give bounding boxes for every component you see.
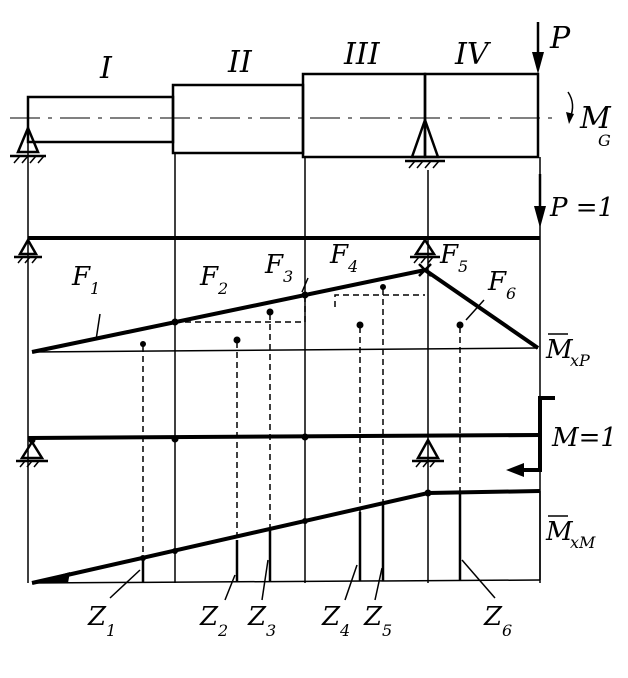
mxm-baseline [31,579,541,584]
unit-moment-arrow [506,396,555,477]
moment-mg-subscript: G [598,131,611,150]
unit-force-label: P =1 [549,193,614,223]
moment-diagram-mxm [31,489,541,585]
section-label-1: I [99,51,113,86]
ordinate-label-z2: Z [199,602,219,632]
area-label-f3-sub: 3 [283,267,293,286]
area-label-f4: F [329,240,349,270]
mxp-label-sub: xP [570,351,590,370]
ordinate-label-z3: Z [247,602,267,632]
section-label-4: IV [454,37,492,72]
section-guide-lines [27,142,541,583]
f2-area-outline [175,295,306,323]
area-label-f6: F [487,267,507,297]
f4-area-outline [334,294,425,307]
ordinate-label-z1-sub: 1 [106,621,116,640]
ordinate-label-z6-sub: 6 [502,621,512,640]
mxp-baseline [31,347,539,353]
area-label-f5: F [439,240,459,270]
ordinate-label-z4-sub: 4 [339,621,350,640]
area-label-f5-sub: 5 [458,257,468,276]
unit-force-arrow [534,174,546,228]
area-label-f1: F [71,262,91,292]
ordinate-label-z6: Z [483,602,503,632]
centroid-projection-lines [142,289,461,558]
shaft-section-3 [301,72,427,159]
ordinate-label-z1: Z [87,602,107,632]
section-label-2: II [227,45,253,80]
z-leader-lines [109,559,496,601]
section-label-3: III [343,37,381,72]
mxm-label-sub: xM [570,533,596,552]
mxm-label: M [545,517,574,547]
shaft-right-support [405,116,445,169]
mxm-diagram-line [31,489,541,585]
ordinate-label-z5: Z [363,602,383,632]
area-label-f1-sub: 1 [90,279,100,298]
beam2-left-support [16,439,48,468]
area-centroids [140,284,464,347]
force-p-arrow [532,22,544,74]
area-label-f6-sub: 6 [506,284,516,303]
shaft-section-2 [171,83,305,155]
moment-diagram-mxp [31,263,540,354]
shaft-section-4 [423,72,540,159]
stepped-shaft [10,72,560,159]
moment-mg-label: M [579,101,612,136]
shaft-section-1 [26,95,175,144]
mxp-label: M [545,335,574,365]
area-label-f2: F [199,262,219,292]
area-label-f2-sub: 2 [217,279,228,298]
unit-moment-label: M=1 [551,423,617,453]
moment-mg-arrow [566,91,574,124]
beam2-right-support [412,437,444,468]
beam1-left-support [14,237,42,264]
unit-moment-beam [27,433,541,440]
ordinate-label-z5-sub: 5 [382,621,392,640]
ordinate-label-z2-sub: 2 [217,621,228,640]
ordinate-label-z4: Z [321,602,341,632]
ordinate-lines [141,493,462,582]
area-label-f3: F [264,250,284,280]
ordinate-label-z3-sub: 3 [266,621,276,640]
beam1-right-support [410,237,440,264]
area-label-f4-sub: 4 [347,257,358,276]
force-p-label: P [549,21,571,56]
